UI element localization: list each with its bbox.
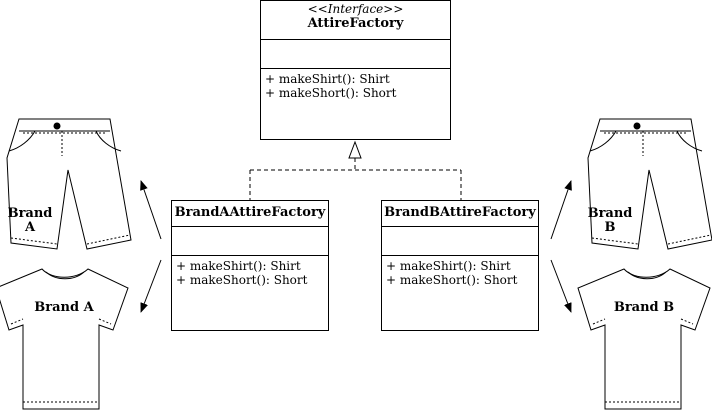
brand-b-shirt-icon [577, 268, 711, 410]
arrow-to-brand-b-shirt [550, 259, 572, 313]
realization-triangle-icon [348, 140, 362, 159]
brand-a-short-label-line2: A [24, 220, 36, 235]
class-operation: + makeShirt(): Shirt [176, 259, 301, 273]
class-name: BrandAAttireFactory [174, 205, 326, 220]
brand-a-shirt-label: Brand A [34, 300, 94, 315]
brand-b-short-icon [587, 118, 712, 250]
class-header: BrandAAttireFactory [172, 201, 328, 227]
interface-stereotype: <<Interface>> [307, 2, 404, 16]
class-operation: + makeShirt(): Shirt [386, 259, 511, 273]
brand-b-shirt-label: Brand B [613, 300, 675, 315]
class-operation: + makeShort(): Short [386, 273, 518, 287]
interface-operations-compartment: + makeShirt(): Shirt + makeShort(): Shor… [261, 69, 450, 100]
class-operations-compartment: + makeShirt(): Shirt + makeShort(): Shor… [172, 256, 328, 287]
interface-operation: + makeShirt(): Shirt [265, 72, 390, 86]
class-name: BrandBAttireFactory [384, 205, 536, 220]
attire-factory-interface[interactable]: <<Interface>> AttireFactory + makeShirt(… [260, 0, 451, 140]
class-attributes-compartment [382, 227, 538, 256]
brand-a-shirt-icon [0, 268, 129, 410]
interface-name: AttireFactory [307, 16, 404, 31]
arrow-to-brand-a-short [140, 180, 162, 240]
interface-operation: + makeShort(): Short [265, 86, 397, 100]
arrow-to-brand-a-shirt [140, 259, 162, 313]
brand-b-short-label-line2: B [604, 220, 616, 235]
arrow-to-brand-b-short [550, 180, 572, 240]
class-operation: + makeShort(): Short [176, 273, 308, 287]
brand-a-short-label: Brand A [4, 207, 56, 235]
brand-b-factory-class[interactable]: BrandBAttireFactory + makeShirt(): Shirt… [381, 200, 539, 331]
brand-a-short-icon [6, 118, 132, 250]
class-operations-compartment: + makeShirt(): Shirt + makeShort(): Shor… [382, 256, 538, 287]
brand-b-short-label-line1: Brand [587, 206, 633, 221]
brand-a-short-label-line1: Brand [7, 206, 53, 221]
class-attributes-compartment [172, 227, 328, 256]
brand-b-short-label: Brand B [584, 207, 636, 235]
realization-connector [249, 158, 462, 200]
class-header: BrandBAttireFactory [382, 201, 538, 227]
interface-header: <<Interface>> AttireFactory [261, 1, 450, 40]
brand-a-factory-class[interactable]: BrandAAttireFactory + makeShirt(): Shirt… [171, 200, 329, 331]
interface-attributes-compartment [261, 40, 450, 69]
